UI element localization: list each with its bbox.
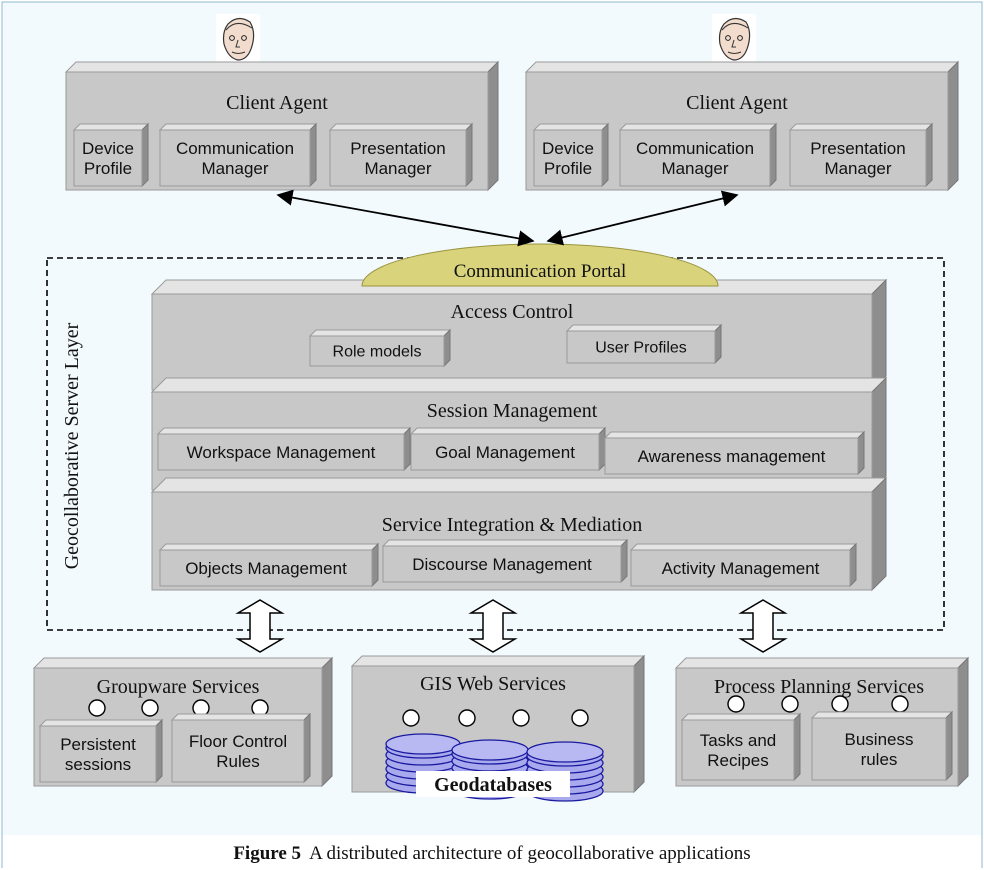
discourse-management-module: Discourse Management xyxy=(381,538,629,584)
client-portal-arrow-right xyxy=(546,190,739,246)
service-integration-title: Service Integration & Mediation xyxy=(382,514,642,536)
activity-management-module: Activity Management xyxy=(629,542,858,588)
process-port-icon-4 xyxy=(891,695,909,713)
communication-portal-label: Communication Portal xyxy=(454,261,627,282)
gis-port-icon-2 xyxy=(458,709,476,727)
groupware-services-title: Groupware Services xyxy=(97,676,260,698)
communication-portal: Communication Portal xyxy=(361,243,719,287)
access-control-title: Access Control xyxy=(451,301,574,323)
objects-management-module-label: Objects Management xyxy=(185,559,347,578)
discourse-management-module-label: Discourse Management xyxy=(412,555,592,574)
groupware-port-icon-1 xyxy=(88,699,106,717)
objects-management-module: Objects Management xyxy=(158,542,380,588)
process-port-icon-1 xyxy=(727,695,745,713)
gis-port-icon-1 xyxy=(402,709,420,727)
goal-management-module: Goal Management xyxy=(409,426,607,472)
double-arrow-gis xyxy=(468,599,518,653)
workspace-management-module: Workspace Management xyxy=(156,426,412,472)
caption-background xyxy=(0,835,984,870)
figure-caption-label: Figure 5 xyxy=(233,843,301,864)
gis-port-icon-4 xyxy=(571,709,589,727)
figure-caption: Figure 5 A distributed architecture of ge… xyxy=(233,843,750,864)
process-planning-services-title: Process Planning Services xyxy=(714,676,924,698)
awareness-management-module: Awareness management xyxy=(603,430,866,476)
gis-web-services-title: GIS Web Services xyxy=(420,673,566,695)
awareness-management-module-label: Awareness management xyxy=(638,447,826,466)
double-arrow-process-planning xyxy=(738,599,788,653)
gis-port-icon-3 xyxy=(512,709,530,727)
session-management-title: Session Management xyxy=(427,400,598,422)
figure-caption-text: A distributed architecture of geocollabo… xyxy=(309,843,751,864)
server-layer-label: Geocollaborative Server Layer xyxy=(61,322,83,569)
process-port-icon-2 xyxy=(781,695,799,713)
user-profiles-module: User Profiles xyxy=(565,323,723,365)
process-port-icon-3 xyxy=(831,695,849,713)
role-models-module: Role models xyxy=(308,328,452,368)
user-profiles-module-label: User Profiles xyxy=(595,340,687,357)
client-portal-arrow-left xyxy=(276,189,535,247)
user-face-icon-left xyxy=(216,14,260,66)
goal-management-module-label: Goal Management xyxy=(435,443,575,462)
double-arrow-groupware xyxy=(235,599,285,653)
workspace-management-module-label: Workspace Management xyxy=(187,443,376,462)
activity-management-module-label: Activity Management xyxy=(662,559,820,578)
role-models-module-label: Role models xyxy=(333,344,422,361)
geodatabases-label: Geodatabases xyxy=(434,774,552,796)
client-agent-left-title: Client Agent xyxy=(226,92,328,114)
geodatabases-label-bg xyxy=(416,771,570,797)
user-face-icon-right xyxy=(712,14,756,66)
client-agent-right-title: Client Agent xyxy=(686,92,788,114)
groupware-port-icon-2 xyxy=(141,699,159,717)
server-layer-boundary xyxy=(46,257,945,631)
